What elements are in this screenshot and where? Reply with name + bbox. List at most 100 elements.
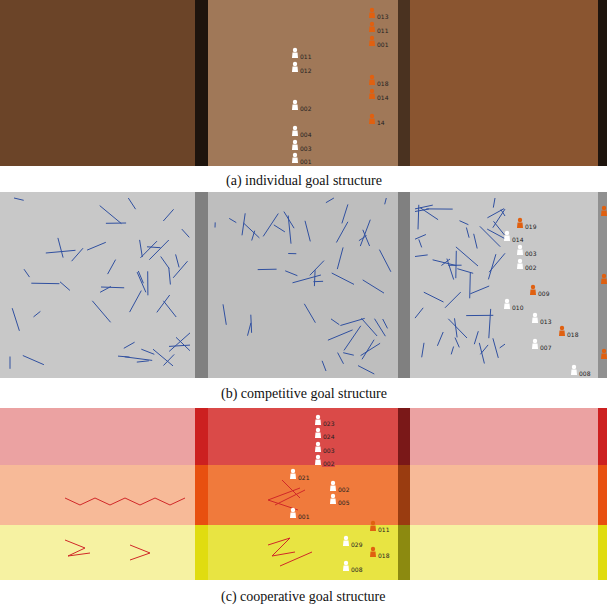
- agent-id: 019: [524, 223, 537, 230]
- path-trace: [415, 209, 429, 212]
- path-trace: [149, 240, 169, 260]
- path-trace: [173, 261, 187, 278]
- agent-figure: [517, 259, 523, 269]
- agent-id: 005: [337, 499, 350, 506]
- path-trace: [340, 318, 364, 325]
- agent-figure: [315, 455, 321, 465]
- agent-figure: [292, 140, 298, 150]
- agent-id: 011: [376, 27, 389, 34]
- agent-id: 018: [566, 331, 579, 338]
- path-trace: [460, 221, 469, 225]
- path-trace: [343, 353, 354, 356]
- agent-figure: [530, 285, 536, 295]
- path-trace: [215, 222, 216, 227]
- path-trace: [415, 255, 428, 257]
- path-trace: [424, 292, 444, 302]
- path-trace: [479, 343, 484, 364]
- path-trace: [169, 333, 190, 352]
- path-trace: [138, 271, 143, 283]
- path-trace: [448, 319, 467, 338]
- path-trace: [125, 357, 153, 361]
- agent-id: 001: [299, 158, 312, 165]
- panel-caption: (a) individual goal structure: [226, 173, 382, 189]
- path-trace: [426, 208, 452, 209]
- agent-id: 002: [524, 264, 537, 271]
- path-trace: [60, 282, 70, 291]
- path-trace: [163, 301, 176, 317]
- agent-id: 003: [299, 145, 312, 152]
- path-trace: [489, 309, 491, 338]
- path-trace: [288, 216, 291, 244]
- path-trace: [169, 268, 171, 285]
- path-trace: [493, 209, 505, 228]
- path-trace: [293, 275, 321, 283]
- agent-id: 002: [337, 486, 350, 493]
- path-trace: [163, 209, 173, 221]
- path-trace: [23, 356, 44, 365]
- path-trace: [46, 250, 76, 253]
- agent-figure: [343, 536, 349, 546]
- path-trace: [415, 308, 423, 318]
- path-trace: [176, 254, 180, 267]
- path-trace: [108, 260, 116, 275]
- agent-id: 014: [511, 236, 524, 243]
- path-trace: [182, 229, 190, 237]
- path-trace: [338, 353, 344, 364]
- path-trace: [487, 209, 504, 218]
- agent-figure: [330, 481, 336, 491]
- agent-figure: [369, 36, 375, 46]
- path-trace: [305, 221, 310, 242]
- path-trace: [456, 247, 478, 266]
- path-trace: [469, 273, 471, 298]
- path-trace: [455, 251, 457, 278]
- path-trace: [34, 311, 41, 317]
- agent-id: 014: [376, 94, 389, 101]
- agent-figure: [330, 494, 336, 504]
- agent-figure: [292, 126, 298, 136]
- agent-figure: [369, 89, 375, 99]
- path-trace: [285, 271, 297, 276]
- agent-figure: [369, 114, 375, 124]
- path-trace: [422, 343, 424, 358]
- path-trace: [493, 338, 498, 358]
- path-trace: [326, 198, 334, 203]
- path-trace: [500, 344, 505, 348]
- path-trace: [250, 315, 252, 333]
- path-trace: [437, 332, 443, 346]
- agent-figure: [369, 22, 375, 32]
- path-trace: [445, 292, 461, 308]
- agent-id: 14: [376, 119, 386, 126]
- path-trace: [248, 323, 251, 336]
- agent-figure: [315, 428, 321, 438]
- agent-figure: [601, 206, 607, 216]
- path-trace: [360, 220, 370, 246]
- agent-id: 002: [322, 460, 335, 467]
- path-trace: [24, 269, 30, 277]
- path-trace: [288, 253, 296, 254]
- path-trace: [359, 236, 367, 241]
- path-trace: [304, 304, 315, 323]
- path-trace: [455, 338, 459, 348]
- agent-figure: [517, 218, 523, 228]
- path-trace: [274, 225, 285, 232]
- path-trace: [415, 205, 433, 209]
- path-trace: [106, 223, 126, 224]
- path-trace: [342, 204, 348, 223]
- agent-id: 013: [539, 318, 552, 325]
- path-trace: [58, 238, 63, 258]
- direction-marks: [65, 480, 312, 566]
- path-trace: [313, 281, 323, 282]
- path-trace: [383, 319, 388, 328]
- path-trace: [124, 342, 135, 348]
- path-trace: [419, 239, 422, 247]
- path-trace: [361, 318, 377, 336]
- path-trace: [336, 222, 348, 243]
- agent-figure: [292, 100, 298, 110]
- agent-figure: [571, 365, 577, 375]
- agent-id: 009: [537, 290, 550, 297]
- path-trace: [223, 304, 226, 325]
- agent-id: 003: [524, 250, 537, 257]
- path-trace: [87, 242, 106, 250]
- path-trace: [263, 214, 278, 237]
- path-trace: [379, 250, 391, 272]
